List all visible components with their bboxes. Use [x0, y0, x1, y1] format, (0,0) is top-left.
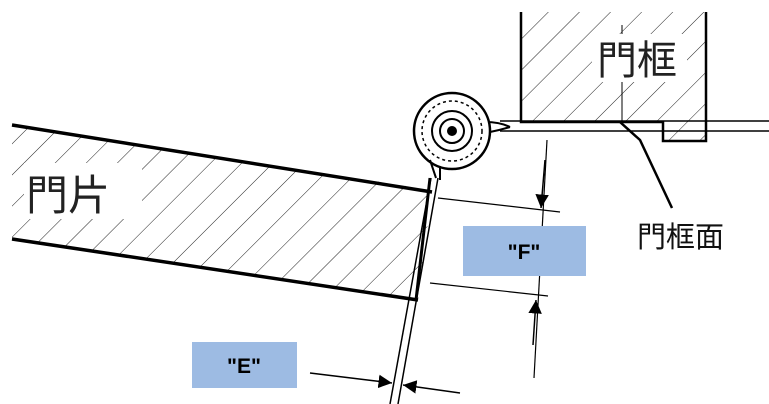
- door-frame-label: 門框: [597, 38, 677, 84]
- hinge: [412, 91, 511, 180]
- door-frame-face-label: 門框面: [637, 220, 724, 254]
- dimension-e: "E": [192, 342, 461, 394]
- dim-e-label: "E": [227, 355, 261, 378]
- door-leaf-label: 門片: [26, 171, 110, 220]
- frame-face-leader: [619, 121, 674, 209]
- dim-e-box: [192, 342, 297, 388]
- door-leaf: 門片: [11, 123, 433, 302]
- dim-f-box: [463, 226, 586, 276]
- dim-f-label: "F": [508, 241, 541, 264]
- door-frame: 門框: [519, 12, 708, 143]
- leaf-face-line-inner: [389, 177, 432, 404]
- dimension-f: "F": [429, 139, 586, 379]
- leaf-face-line-outer: [397, 177, 439, 404]
